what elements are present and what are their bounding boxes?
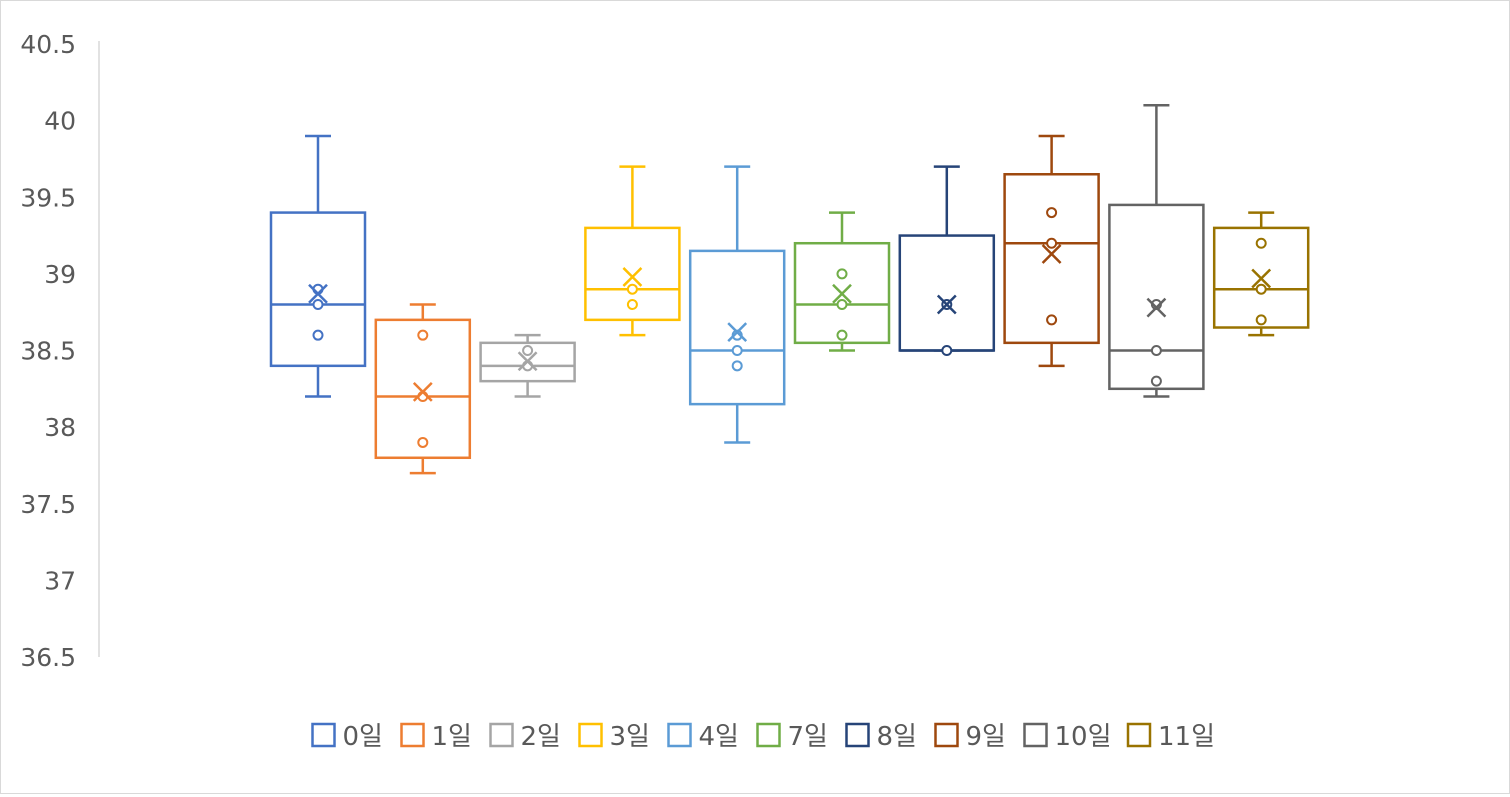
legend-label: 2일 <box>521 722 561 752</box>
box-10 <box>1212 211 1310 337</box>
legend-swatch <box>578 722 603 748</box>
mean-marker <box>308 283 328 304</box>
mean-marker <box>622 267 643 287</box>
mean-marker <box>936 294 957 315</box>
y-tick-label: 40.5 <box>20 30 76 59</box>
box-7 <box>898 165 996 356</box>
mean-marker <box>1041 244 1062 264</box>
box-rect <box>374 318 472 460</box>
legend-label: 9일 <box>966 722 1006 752</box>
legend-label: 0일 <box>343 722 383 752</box>
data-point <box>731 360 743 372</box>
data-point <box>1255 314 1267 326</box>
y-tick-label: 39.5 <box>20 183 76 212</box>
data-point <box>417 436 429 448</box>
box-3 <box>479 333 576 398</box>
data-point <box>731 345 743 356</box>
y-tick-label: 38.5 <box>20 337 76 366</box>
data-point <box>1150 345 1162 356</box>
legend-swatch <box>311 722 336 748</box>
legend-item-6: 7일 <box>756 722 828 752</box>
box-8 <box>1003 134 1100 368</box>
legend-swatch <box>1023 722 1048 748</box>
legend-label: 11일 <box>1158 722 1215 752</box>
legend-item-7: 8일 <box>845 722 917 752</box>
legend: 0일 1일 2일 3일 4일 7일 8일 9일 10일 11일 <box>311 722 1215 752</box>
data-point <box>1255 283 1267 295</box>
legend-swatch <box>934 722 959 748</box>
data-point <box>836 268 848 280</box>
legend-item-10: 11일 <box>1126 722 1215 752</box>
data-point <box>1150 375 1162 387</box>
data-point <box>626 299 638 311</box>
legend-label: 1일 <box>432 722 472 752</box>
legend-swatch <box>756 722 781 748</box>
mean-marker <box>727 322 748 342</box>
mean-marker <box>517 351 538 372</box>
legend-item-8: 9일 <box>934 722 1006 752</box>
mean-marker <box>832 283 852 304</box>
mean-marker <box>1146 297 1167 318</box>
legend-swatch <box>845 722 870 748</box>
box-1 <box>269 134 367 398</box>
box-rect <box>688 249 786 406</box>
y-tick-label: 36.5 <box>20 643 76 672</box>
legend-swatch <box>400 722 425 748</box>
data-point <box>417 329 429 341</box>
legend-label: 3일 <box>610 722 650 752</box>
box-rect <box>898 234 996 352</box>
data-point <box>522 345 534 356</box>
box-9 <box>1108 104 1205 398</box>
data-point <box>941 345 953 356</box>
y-tick-label: 39 <box>44 260 76 289</box>
legend-item-1: 0일 <box>311 722 383 752</box>
legend-swatch <box>489 722 514 748</box>
legend-label: 10일 <box>1055 722 1112 752</box>
data-point <box>626 283 638 295</box>
mean-marker <box>1251 268 1272 289</box>
data-point <box>312 299 324 311</box>
box-4 <box>584 165 681 337</box>
legend-item-5: 4일 <box>667 722 739 752</box>
y-tick-label: 38 <box>44 413 76 442</box>
data-point <box>1046 207 1058 219</box>
legend-label: 7일 <box>788 722 828 752</box>
legend-item-2: 1일 <box>400 722 472 752</box>
legend-label: 8일 <box>877 722 917 752</box>
box-rect <box>1108 203 1205 391</box>
data-point <box>836 329 848 341</box>
plot-area <box>269 104 1310 475</box>
y-tick-label: 40 <box>44 107 76 136</box>
legend-item-3: 2일 <box>489 722 561 752</box>
y-tick-label: 37 <box>44 566 76 595</box>
data-point <box>1046 314 1058 326</box>
box-6 <box>793 211 891 352</box>
data-point <box>1046 237 1058 249</box>
mean-marker <box>412 381 433 402</box>
legend-item-9: 10일 <box>1023 722 1112 752</box>
legend-swatch <box>1126 722 1152 748</box>
data-point <box>312 329 324 341</box>
legend-item-4: 3일 <box>578 722 650 752</box>
legend-label: 4일 <box>699 722 739 752</box>
data-point <box>836 299 848 311</box>
box-5 <box>688 165 786 444</box>
y-axis: 36.5 37 37.5 38 38.5 39 39.5 40 40.5 <box>20 30 100 672</box>
legend-swatch <box>667 722 692 748</box>
box-2 <box>374 303 472 475</box>
data-point <box>1255 237 1267 249</box>
y-tick-label: 37.5 <box>20 490 76 519</box>
